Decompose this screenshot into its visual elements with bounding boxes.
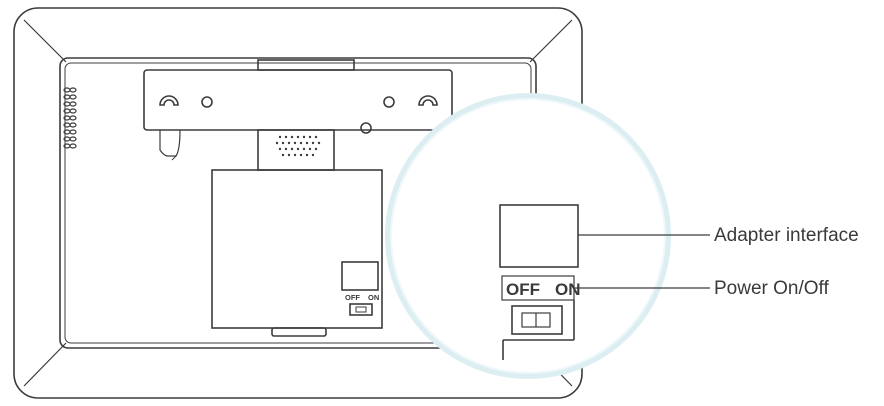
switch-on-label: ON	[555, 280, 581, 299]
side-vent-holes	[63, 87, 77, 149]
power-switch-magnified	[511, 305, 563, 335]
magnify-callout-circle	[385, 93, 671, 379]
power-switch-small	[349, 303, 373, 316]
power-on-off-label: Power On/Off	[714, 278, 829, 299]
screw-hole	[201, 96, 213, 108]
battery-cover	[211, 169, 383, 337]
screw-hole	[383, 96, 395, 108]
adapter-interface-label: Adapter interface	[714, 225, 859, 246]
switch-off-label: OFF	[506, 280, 540, 299]
magnified-panel-edge	[502, 300, 575, 360]
wall-mount-bracket	[143, 59, 453, 161]
screw-hole	[360, 122, 372, 134]
keyhole-slot-left	[159, 95, 179, 106]
switch-off-label-small: OFF	[345, 293, 360, 302]
adapter-port-small	[341, 261, 379, 291]
speaker-grille	[257, 129, 335, 171]
keyhole-slot-right	[418, 95, 438, 106]
adapter-port-magnified	[499, 204, 579, 268]
switch-on-label-small: ON	[368, 293, 379, 302]
